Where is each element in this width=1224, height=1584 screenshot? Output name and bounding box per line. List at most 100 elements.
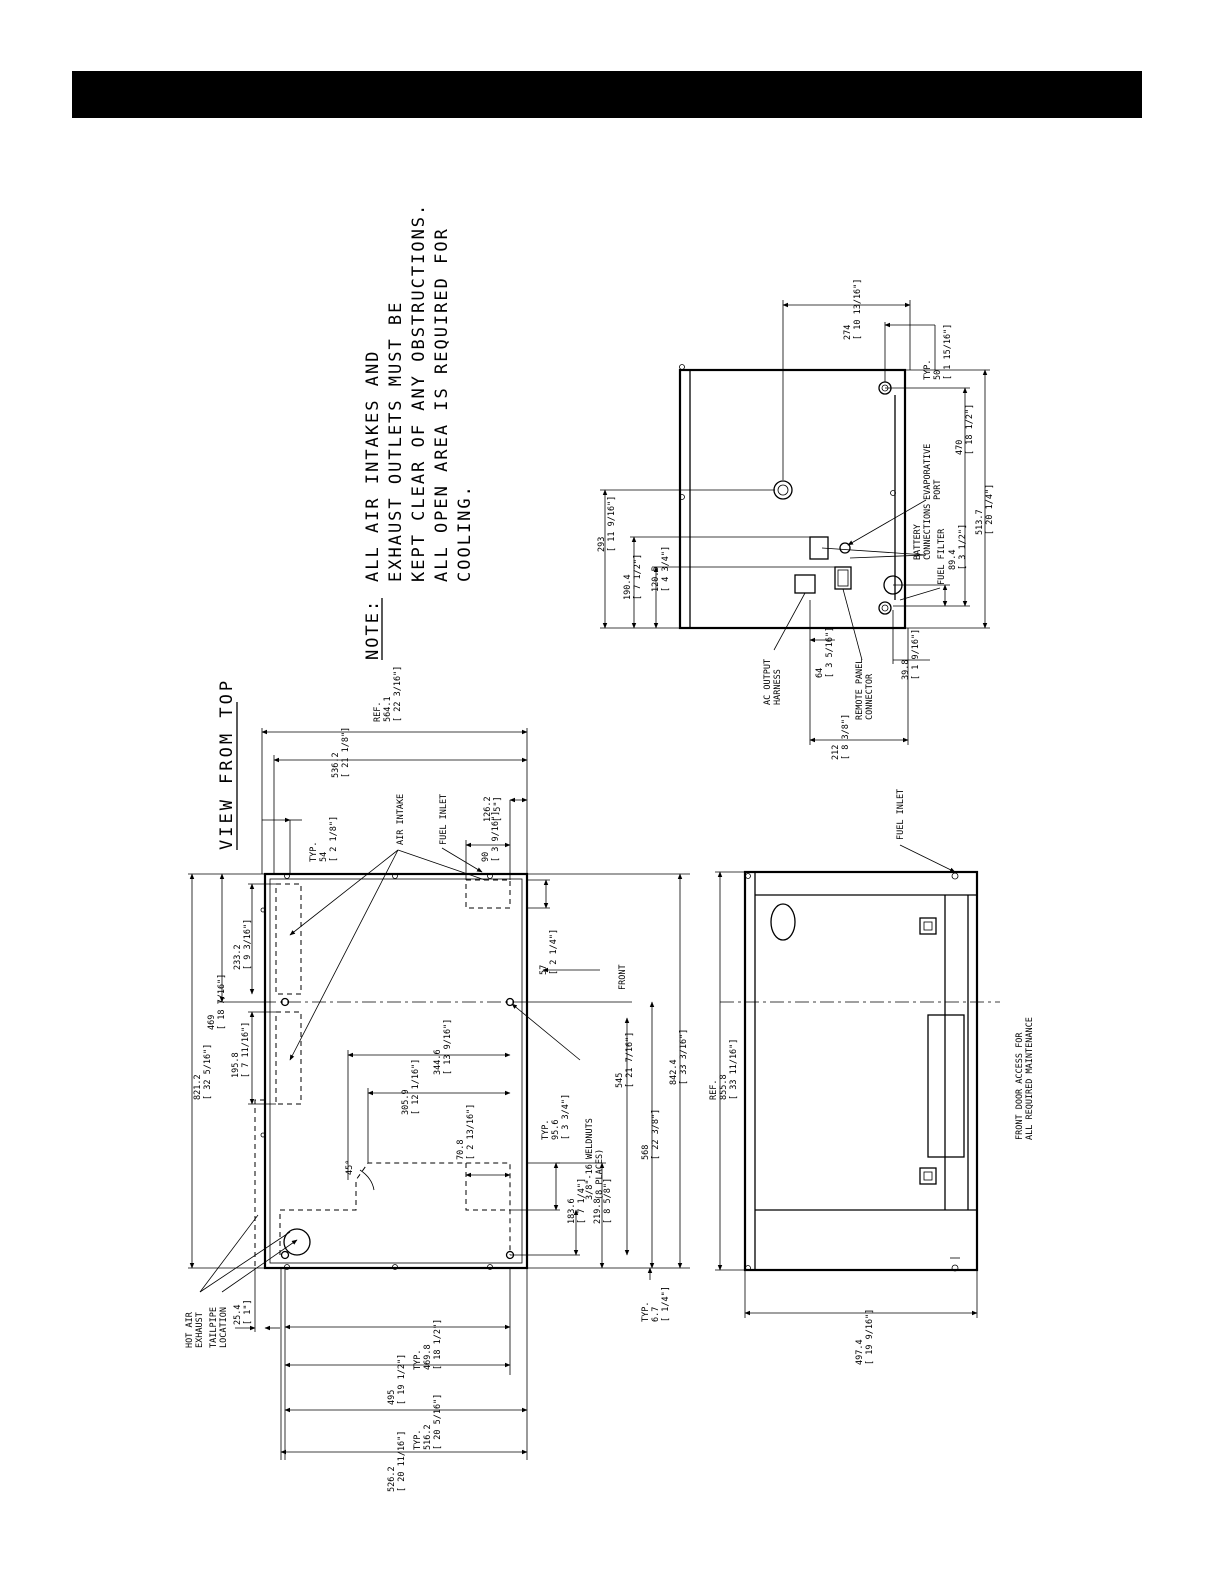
dim-typ95-a: TYP. xyxy=(541,1120,551,1140)
dim-821-a: 821.2 xyxy=(193,1074,203,1100)
battery-label-2: CONNECTIONS xyxy=(923,504,933,560)
dim-typ469-a: TYP. xyxy=(413,1350,423,1370)
tailpipe-label-1: TAILPIPE xyxy=(209,1307,219,1348)
note-line-3: KEPT CLEAR OF ANY OBSTRUCTIONS. xyxy=(409,203,429,582)
dim-195-a: 195.8 xyxy=(231,1052,241,1078)
dim-126-a: 126.2 xyxy=(483,796,493,822)
dim-305-b: [ 12 1/16"] xyxy=(411,1059,421,1115)
dim-typ54-a: TYP. xyxy=(309,842,319,862)
dim-536-b: [ 21 1/8"] xyxy=(341,727,351,778)
dim-typ469-b: 469.8 xyxy=(423,1344,433,1370)
dim-typ50-b: 50 xyxy=(933,370,943,380)
dim-90-b: [ 3 9/16"] xyxy=(491,811,501,862)
evap-port-label-1: EVAPORATIVE xyxy=(923,444,933,500)
dim-495-b: [ 19 1/2"] xyxy=(397,1354,407,1405)
dim-513-b: [ 20 1/4"] xyxy=(985,484,995,535)
dim-219-a: 219.8 xyxy=(593,1198,603,1224)
top-view: VIEW FROM TOP REF. 564.1 [ 22 xyxy=(185,666,690,1492)
top-view-title: VIEW FROM TOP xyxy=(217,678,237,850)
dim-57-b: [ 2 1/4"] xyxy=(549,929,559,975)
note-line-4: ALL OPEN AREA IS REQUIRED FOR xyxy=(432,227,452,582)
dim-469-a: 469 xyxy=(207,1015,217,1030)
dim-typ54-c: [ 2 1/8"] xyxy=(329,816,339,862)
dim-90-a: 90 xyxy=(481,852,491,862)
dim-typ469-c: [ 18 1/2"] xyxy=(433,1319,443,1370)
dim-233-b: [ 9 3/16"] xyxy=(243,919,253,970)
front-access-label-1: FRONT DOOR ACCESS FOR xyxy=(1015,1032,1025,1140)
dim-344-a: 344.6 xyxy=(433,1049,443,1075)
dim-ref564-c: [ 22 3/16"] xyxy=(393,666,403,722)
hot-air-label-2: EXHAUST xyxy=(195,1312,205,1348)
dim-120-a: 120.5 xyxy=(651,566,661,592)
dim-293-a: 293 xyxy=(597,537,607,552)
dim-545-a: 545 xyxy=(615,1073,625,1088)
dim-305-a: 305.9 xyxy=(401,1089,411,1115)
dim-70-b: [ 2 13/16"] xyxy=(466,1104,476,1160)
dim-293-b: [ 11 9/16"] xyxy=(607,496,617,552)
dim-ref855-b: 855.8 xyxy=(719,1074,729,1100)
dim-typ6-a: TYP. xyxy=(641,1302,651,1322)
tailpipe-label-2: LOCATION xyxy=(219,1307,229,1348)
fuel-inlet-top-label: FUEL INLET xyxy=(439,794,449,845)
front-label: FRONT xyxy=(618,964,628,990)
dim-39-a: 39.8 xyxy=(901,660,911,680)
dim-39-b: [ 1 9/16"] xyxy=(911,629,921,680)
dim-497-a: 497.4 xyxy=(855,1339,865,1365)
dim-219-b: [ 8 5/8"] xyxy=(603,1178,613,1224)
dim-ref855-c: [ 33 11/16"] xyxy=(729,1039,739,1100)
dim-233-a: 233.2 xyxy=(233,944,243,970)
dim-821-b: [ 32 5/16"] xyxy=(203,1044,213,1100)
dim-typ95-c: [ 3 3/4"] xyxy=(561,1094,571,1140)
dim-212-b: [ 8 3/8"] xyxy=(841,714,851,760)
dim-89-b: [ 3 1/2"] xyxy=(958,524,968,570)
dim-183-b: [ 7 1/4"] xyxy=(577,1178,587,1224)
dim-typ54-b: 54 xyxy=(319,852,329,862)
dim-typ6-b: 6.7 xyxy=(651,1307,661,1322)
dim-526-a: 526.2 xyxy=(387,1466,397,1492)
dim-344-b: [ 13 9/16"] xyxy=(443,1019,453,1075)
dim-470-b: [ 18 1/2"] xyxy=(965,404,975,455)
header-bar xyxy=(72,71,1142,118)
dim-212-a: 212 xyxy=(831,745,841,760)
ac-output-label-1: AC OUTPUT xyxy=(763,659,773,705)
dim-typ516-b: 516.2 xyxy=(423,1424,433,1450)
fuel-inlet-front-label: FUEL INLET xyxy=(896,789,906,840)
front-access-label-2: ALL REQUIRED MAINTENANCE xyxy=(1025,1017,1035,1140)
dim-513-a: 513.7 xyxy=(975,509,985,535)
dim-70-a: 70.8 xyxy=(456,1140,466,1160)
dim-469-b: [ 18 7/16"] xyxy=(217,974,227,1030)
dim-470-a: 470 xyxy=(955,440,965,455)
dim-typ516-a: TYP. xyxy=(413,1430,423,1450)
dim-536-a: 536.2 xyxy=(331,752,341,778)
ac-output-label-2: HARNESS xyxy=(773,669,783,705)
dim-64-a: 64 xyxy=(815,668,825,678)
dim-526-b: [ 20 11/16"] xyxy=(397,1431,407,1492)
evap-port-label-2: PORT xyxy=(933,480,943,500)
dim-120-b: [ 4 3/4"] xyxy=(661,546,671,592)
dim-190-b: [ 7 1/2"] xyxy=(633,554,643,600)
dim-568-a: 568 xyxy=(641,1145,651,1160)
note-line-2: EXHAUST OUTLETS MUST BE xyxy=(386,301,406,582)
dim-ref855-a: REF. xyxy=(709,1080,719,1100)
dim-25-b: [ 1"] xyxy=(243,1299,253,1325)
fuel-filter-label: FUEL FILTER xyxy=(937,528,947,585)
dim-274-b: [ 10 13/16"] xyxy=(853,279,863,340)
dim-842-a: 842.4 xyxy=(669,1059,679,1085)
dim-25-a: 25.4 xyxy=(233,1305,243,1325)
front-view: FUEL INLET REF. 855.8 [ 33 11/16"] 497.4… xyxy=(709,789,1035,1365)
weldnuts-label-1: 3/8"-16 WELDNUTS xyxy=(585,1118,595,1200)
hot-air-label-1: HOT AIR xyxy=(185,1311,195,1348)
dim-545-b: [ 21 7/16"] xyxy=(625,1032,635,1088)
dim-typ95-b: 95.6 xyxy=(551,1120,561,1140)
dim-64-b: [ 3 5/16"] xyxy=(825,627,835,678)
dim-495-a: 495 xyxy=(387,1390,397,1405)
dim-842-b: [ 33 3/16"] xyxy=(679,1029,689,1085)
dim-typ6-c: [ 1/4"] xyxy=(661,1286,671,1322)
battery-label-1: BATTERY xyxy=(913,524,923,560)
angle-45-label: 45° xyxy=(345,1160,355,1175)
note-line-5: COOLING. xyxy=(455,484,475,582)
note-line-1: ALL AIR INTAKES AND xyxy=(363,350,383,582)
dim-190-a: 190.4 xyxy=(623,574,633,600)
cooling-note: NOTE: ALL AIR INTAKES AND EXHAUST OUTLET… xyxy=(363,203,475,660)
